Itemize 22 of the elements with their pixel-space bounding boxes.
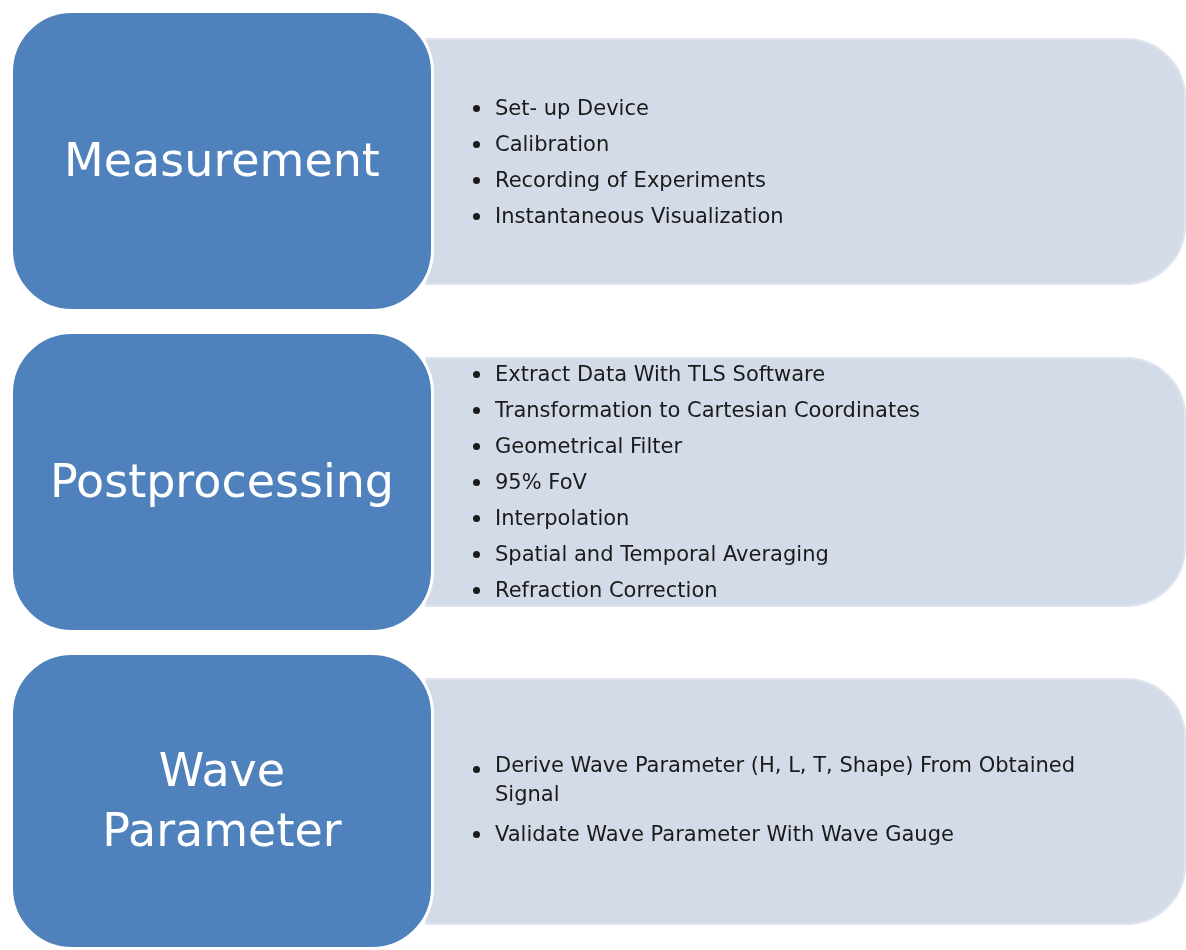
bullet-item: Interpolation [495, 505, 631, 532]
bullet-item: Refraction Correction [495, 577, 719, 604]
bullet-item: Extract Data With TLS Software [495, 361, 827, 388]
detail-panel [425, 678, 1186, 925]
bullet-item: Transformation to Cartesian Coordinates [495, 397, 920, 424]
bullet-item: Calibration [495, 130, 611, 158]
stage-box [10, 10, 434, 312]
detail-panel [425, 38, 1186, 285]
bullet-item: Validate Wave Parameter With Wave Gauge [495, 821, 955, 848]
bullet-item: Spatial and Temporal Averaging [495, 541, 830, 568]
bullet-item: Set- up Device [495, 94, 650, 122]
bullet-item: 95% FoV [495, 469, 588, 496]
stage-box [10, 331, 434, 633]
detail-panel [425, 357, 1186, 607]
bullet-item: Recording of Experiments [495, 166, 767, 194]
bullet-item: Derive Wave Parameter (H, L, T, Shape) From Obtained Signal [495, 752, 1077, 808]
stage-title: Postprocessing [48, 453, 396, 511]
bullet-item: Geometrical Filter [495, 433, 684, 460]
bullet-item: Instantaneous Visualization [495, 202, 784, 230]
stage-box [10, 652, 434, 950]
stage-title: Wave Parameter [101, 742, 343, 859]
stage-title: Measurement [63, 132, 381, 190]
